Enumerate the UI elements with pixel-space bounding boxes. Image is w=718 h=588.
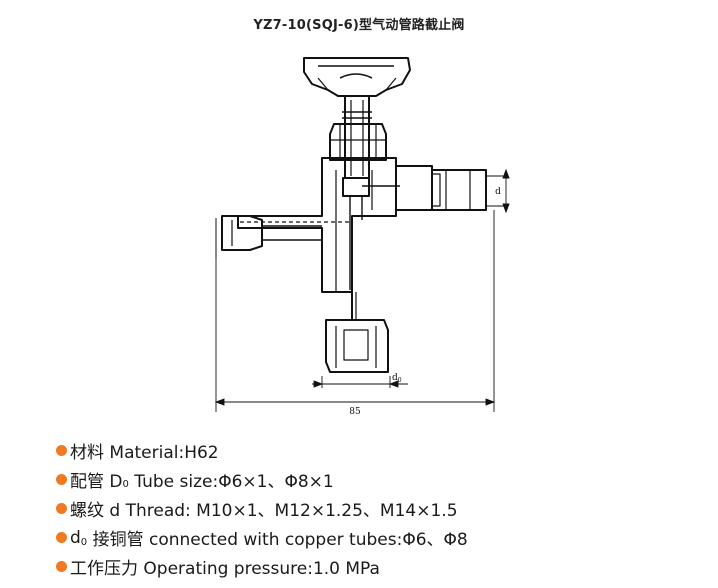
- left-port-fitting: [215, 215, 322, 258]
- spec-subscript: 0: [80, 537, 88, 548]
- bonnet-nut: [329, 123, 387, 161]
- dim-d0-main: d: [392, 373, 398, 383]
- spec-text-post: Tube size:Φ6×1、Φ8×1: [128, 472, 334, 492]
- spec-text-post: 接铜管 connected with copper tubes:Φ6、Φ8: [87, 530, 468, 550]
- spec-item-thread: 螺纹 d Thread: M10×1、M12×1.25、M14×1.5: [56, 494, 468, 523]
- handwheel: [303, 57, 411, 97]
- bullet-dot: [56, 445, 67, 456]
- spec-text-pre: d: [70, 527, 81, 548]
- dim-d0-sub: 0: [398, 377, 402, 384]
- dim-d-label: d: [495, 187, 501, 197]
- bullet-dot: [56, 474, 67, 485]
- valve-stem: [342, 96, 372, 178]
- spec-text: 螺纹 d Thread: M10×1、M12×1.25、M14×1.5: [70, 501, 458, 521]
- spec-item-material: 材料 Material:H62: [56, 436, 468, 465]
- spec-text: 工作压力 Operating pressure:1.0 MPa: [70, 559, 380, 579]
- bottom-port-fitting: [322, 291, 389, 373]
- valve-technical-drawing: 85 d d0: [214, 57, 510, 417]
- page-title: YZ7-10(SQJ-6)型气动管路截止阀: [253, 18, 465, 33]
- dimension-lines: [214, 168, 510, 412]
- dim-width-label: 85: [349, 407, 361, 417]
- bullet-dot: [56, 532, 67, 543]
- spec-item-pressure: 工作压力 Operating pressure:1.0 MPa: [56, 552, 468, 581]
- bullet-dot: [56, 561, 67, 572]
- bullet-dot: [56, 503, 67, 514]
- right-port-fitting: [396, 165, 508, 211]
- spec-subscript: 0: [122, 479, 129, 490]
- spec-text: 材料 Material:H62: [70, 443, 219, 463]
- dim-d0-label: d0: [392, 373, 402, 384]
- spec-text-pre: 配管 D: [70, 472, 123, 492]
